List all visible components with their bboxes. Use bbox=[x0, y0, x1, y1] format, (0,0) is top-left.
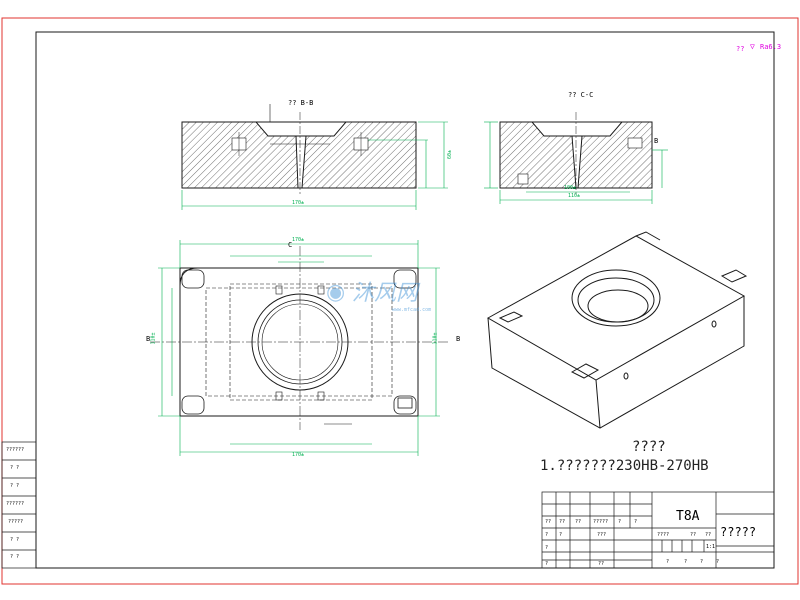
tb-cell: ? bbox=[545, 532, 549, 538]
side-table bbox=[1, 441, 37, 569]
tb-cell: ? bbox=[545, 561, 549, 567]
side-table-cell: ? ? bbox=[10, 554, 20, 560]
roughness-value: Ra6.3 bbox=[760, 43, 782, 51]
watermark-logo-icon: ◉ bbox=[326, 280, 346, 305]
side-table-cell: ? ? bbox=[10, 537, 20, 543]
title-block-part-name: ????? bbox=[720, 525, 757, 539]
section-cc-marker-b: B bbox=[654, 137, 659, 145]
plan-section-marker-c: C bbox=[288, 241, 293, 249]
tb-cell: ? bbox=[700, 559, 704, 565]
dim-bb-width: 170± bbox=[292, 200, 305, 206]
roughness-prefix: ?? bbox=[736, 45, 745, 53]
dim-plan-right: 110± bbox=[432, 332, 439, 345]
title-block-scale: 1:1 bbox=[706, 544, 716, 550]
side-table-cell: ?????? bbox=[6, 501, 25, 507]
tb-cell: ?? bbox=[545, 519, 552, 525]
tb-cell: ?? bbox=[705, 532, 712, 538]
tb-cell: ? bbox=[666, 559, 670, 565]
plan-view bbox=[150, 246, 450, 430]
dim-plan-top: 170± bbox=[292, 237, 305, 243]
tb-cell: ?? bbox=[559, 519, 566, 525]
side-table-cell: ?????? bbox=[6, 447, 25, 453]
dim-cc-width: 110± bbox=[568, 193, 581, 199]
dim-bb-height: 60± bbox=[447, 149, 454, 160]
section-cc-label: ?? C-C bbox=[568, 91, 594, 99]
outer-border bbox=[1, 17, 799, 585]
watermark-text: 沐风网 bbox=[352, 281, 419, 306]
plan-section-marker-b-left: B bbox=[146, 335, 151, 343]
tb-cell: ? bbox=[716, 559, 720, 565]
technical-note-1: 1.???????230HB-270HB bbox=[540, 458, 709, 474]
side-table-cell: ? ? bbox=[10, 483, 20, 489]
tb-cell: ? bbox=[559, 532, 563, 538]
tb-cell: ? bbox=[618, 519, 622, 525]
isometric-view bbox=[486, 231, 748, 429]
title-block bbox=[541, 491, 775, 569]
dim-cc-inner: 100± bbox=[564, 185, 577, 191]
tb-cell: ??? bbox=[597, 532, 607, 538]
tb-cell: ???? bbox=[657, 532, 670, 538]
side-table-cell: ? ? bbox=[10, 465, 20, 471]
section-cc-dimensions bbox=[484, 121, 668, 204]
dim-plan-bottom: 170± bbox=[292, 452, 305, 458]
plan-section-marker-b-right: B bbox=[456, 335, 461, 343]
tb-cell: ?? bbox=[690, 532, 697, 538]
section-cc-view bbox=[499, 112, 653, 196]
side-table-cell: ????? bbox=[8, 519, 24, 525]
inner-border bbox=[35, 31, 775, 569]
tb-cell: ? bbox=[545, 545, 549, 551]
section-bb-label: ?? B-B bbox=[288, 99, 314, 107]
title-block-material: T8A bbox=[676, 509, 700, 524]
plan-dimensions bbox=[158, 240, 440, 456]
watermark-url: www.mfcad.com bbox=[392, 307, 432, 313]
tb-cell: ? bbox=[634, 519, 638, 525]
section-bb-dimensions bbox=[181, 121, 448, 210]
dim-plan-left: 110± bbox=[150, 332, 157, 345]
roughness-symbol-icon: ▽ bbox=[750, 42, 755, 51]
tb-cell: ? bbox=[684, 559, 688, 565]
tb-cell: ?? bbox=[575, 519, 582, 525]
tb-cell: ?? bbox=[598, 561, 605, 567]
tb-cell: ????? bbox=[593, 519, 609, 525]
section-bb-view bbox=[181, 104, 417, 196]
technical-notes-title: ???? bbox=[632, 439, 666, 455]
